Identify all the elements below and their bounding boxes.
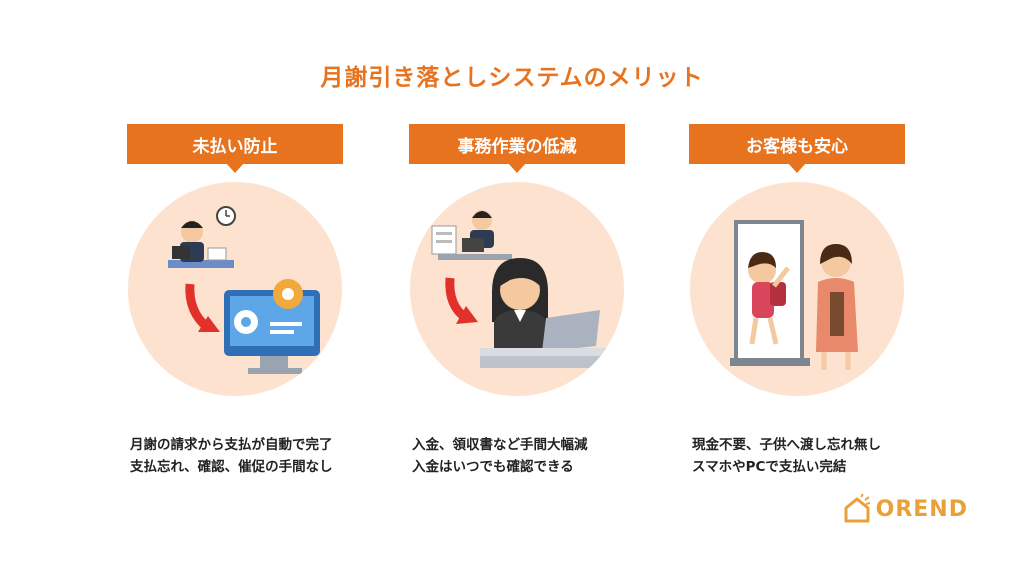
benefit-description: 月謝の請求から支払が自動で完了 支払忘れ、確認、催促の手間なし (120, 434, 350, 478)
description-line: 現金不要、子供へ渡し忘れ無し (692, 437, 881, 453)
illustration-office-worker (410, 182, 624, 396)
description-line: 入金はいつでも確認できる (412, 459, 574, 475)
description-line: 月謝の請求から支払が自動で完了 (130, 437, 333, 453)
illustration-parent-child (690, 182, 904, 396)
description-line: スマホやPCで支払い完結 (692, 459, 847, 475)
benefit-heading: 未払い防止 (127, 124, 343, 173)
parent-child-illustration (730, 220, 858, 370)
benefit-card-unpaid-prevention: 未払い防止 月謝の (120, 124, 350, 478)
description-line: 入金、領収書など手間大幅減 (412, 437, 588, 453)
house-logo-icon (844, 494, 870, 523)
benefit-card-customer-peace-of-mind: お客様も安心 現金不要、子供へ渡し忘れ無し スマホやPCで支払い完結 (682, 124, 912, 478)
page-title: 月謝引き落としシステムのメリット (320, 65, 704, 91)
benefit-description: 現金不要、子供へ渡し忘れ無し スマホやPCで支払い完結 (682, 434, 912, 478)
automatic-payment-illustration (168, 206, 320, 374)
orend-logo: OREND (842, 494, 968, 524)
description-line: 支払忘れ、確認、催促の手間なし (130, 459, 333, 475)
benefit-description: 入金、領収書など手間大幅減 入金はいつでも確認できる (402, 434, 632, 478)
benefit-heading: お客様も安心 (689, 124, 905, 173)
illustration-automatic-payment (128, 182, 342, 396)
benefit-heading: 事務作業の低減 (409, 124, 625, 173)
benefit-card-less-office-work: 事務作業の低減 入金、領収書など手間大幅減 (402, 124, 632, 478)
office-worker-illustration (431, 210, 610, 368)
logo-text: OREND (875, 496, 968, 522)
